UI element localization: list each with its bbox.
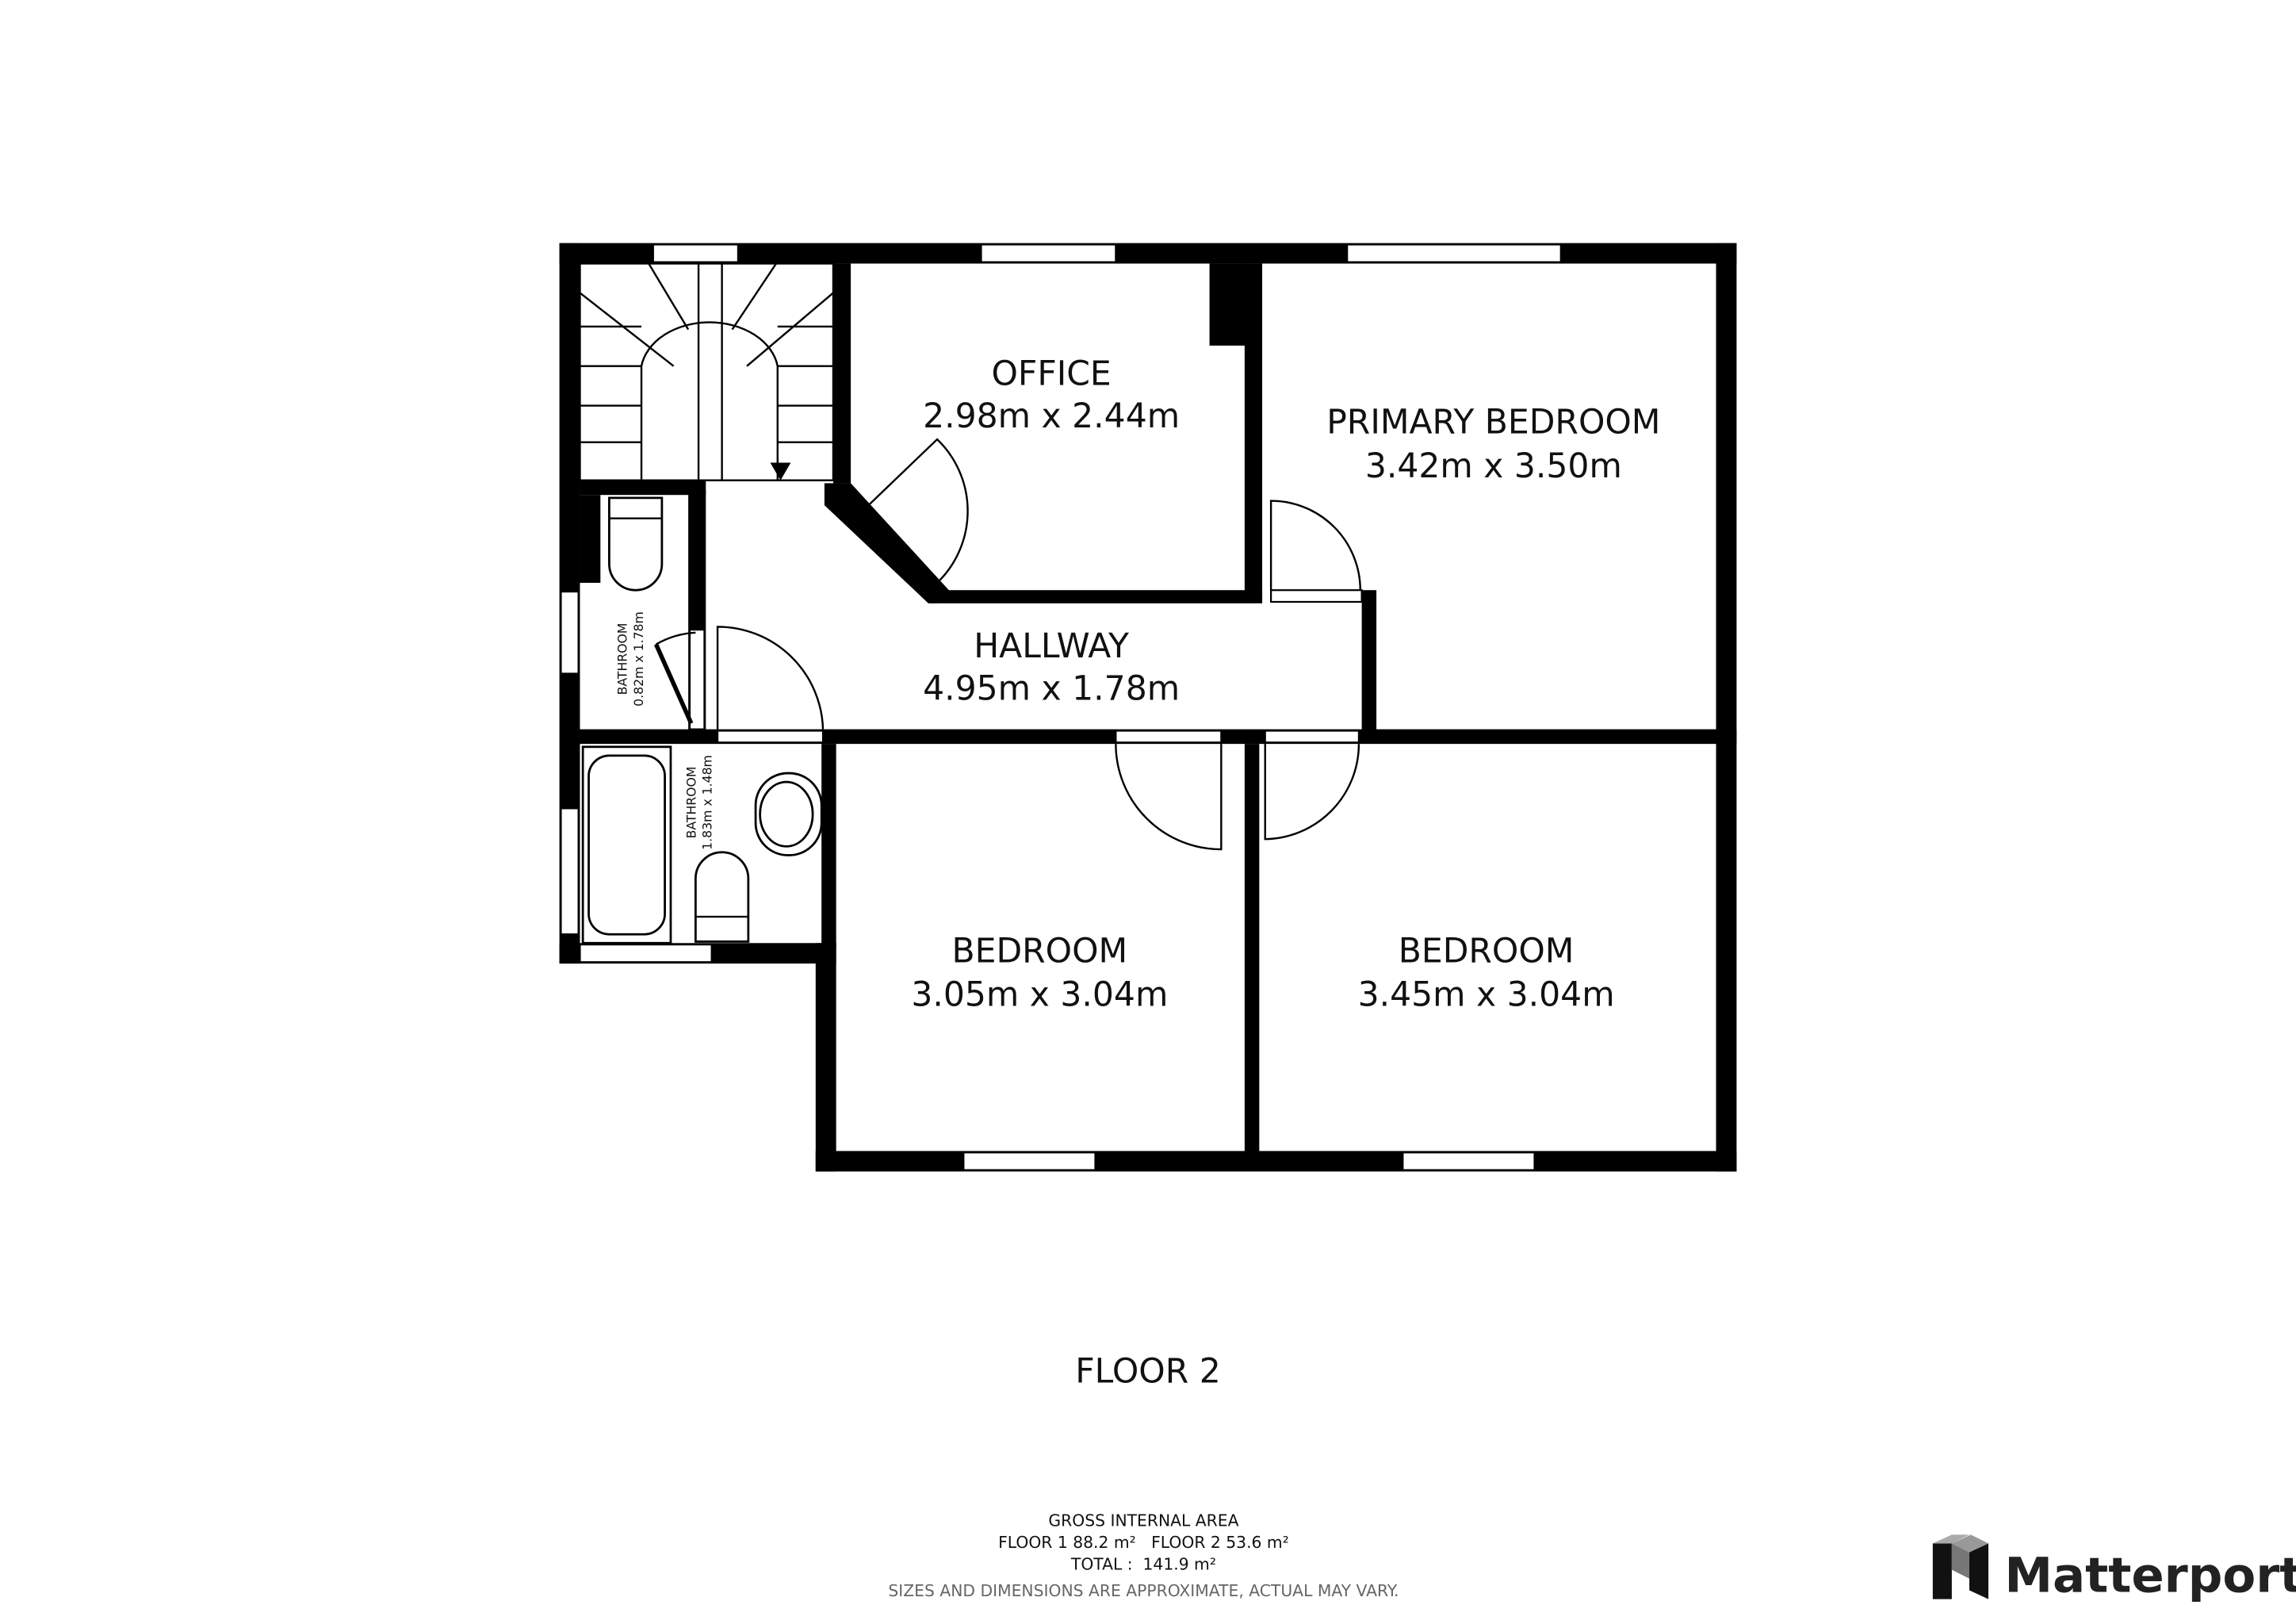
disclaimer: SIZES AND DIMENSIONS ARE APPROXIMATE, AC… [888, 1581, 1399, 1600]
room-size: 0.82m x 1.78m [631, 611, 646, 707]
area-title: GROSS INTERNAL AREA [1048, 1511, 1238, 1530]
room-name: BATHROOM [615, 623, 630, 695]
room-size: 4.95m x 1.78m [923, 670, 1180, 709]
room-name: BEDROOM [951, 932, 1127, 971]
room-size: 3.42m x 3.50m [1365, 447, 1622, 486]
room-office: OFFICE 2.98m x 2.44m [923, 355, 1180, 437]
room-bathroom: BATHROOM 1.83m x 1.48m [683, 755, 714, 850]
room-name: OFFICE [991, 355, 1111, 394]
room-size: 3.45m x 3.04m [1358, 976, 1615, 1015]
room-name: BEDROOM [1399, 932, 1575, 971]
area-summary: GROSS INTERNAL AREA FLOOR 1 88.2 m² FLOO… [888, 1511, 1399, 1600]
room-bathroom-small: BATHROOM 0.82m x 1.78m [615, 611, 646, 707]
room-size: 3.05m x 3.04m [911, 976, 1168, 1015]
room-name: BATHROOM [683, 767, 698, 839]
stairs [579, 262, 835, 481]
fixtures [581, 496, 823, 944]
windows [560, 243, 1562, 1171]
area-floors: FLOOR 1 88.2 m² FLOOR 2 53.6 m² [998, 1533, 1289, 1552]
brand-name: Matterport [2004, 1547, 2296, 1603]
area-total: TOTAL : 141.9 m² [1070, 1555, 1216, 1574]
room-name: HALLWAY [974, 627, 1130, 666]
room-bedroom-2: BEDROOM 3.45m x 3.04m [1358, 932, 1615, 1014]
room-hallway: HALLWAY 4.95m x 1.78m [923, 627, 1180, 709]
matterport-logo: Matterport [1932, 1534, 2296, 1603]
room-size: 2.98m x 2.44m [923, 397, 1180, 436]
doors [653, 438, 1363, 851]
room-bedroom-1: BEDROOM 3.05m x 3.04m [911, 932, 1168, 1014]
room-primary-bedroom: PRIMARY BEDROOM 3.42m x 3.50m [1326, 404, 1660, 486]
room-size: 1.83m x 1.48m [700, 755, 715, 850]
floor-label: FLOOR 2 [1075, 1352, 1220, 1391]
room-name: PRIMARY BEDROOM [1326, 404, 1660, 442]
matterport-logo-icon [1932, 1534, 1989, 1599]
